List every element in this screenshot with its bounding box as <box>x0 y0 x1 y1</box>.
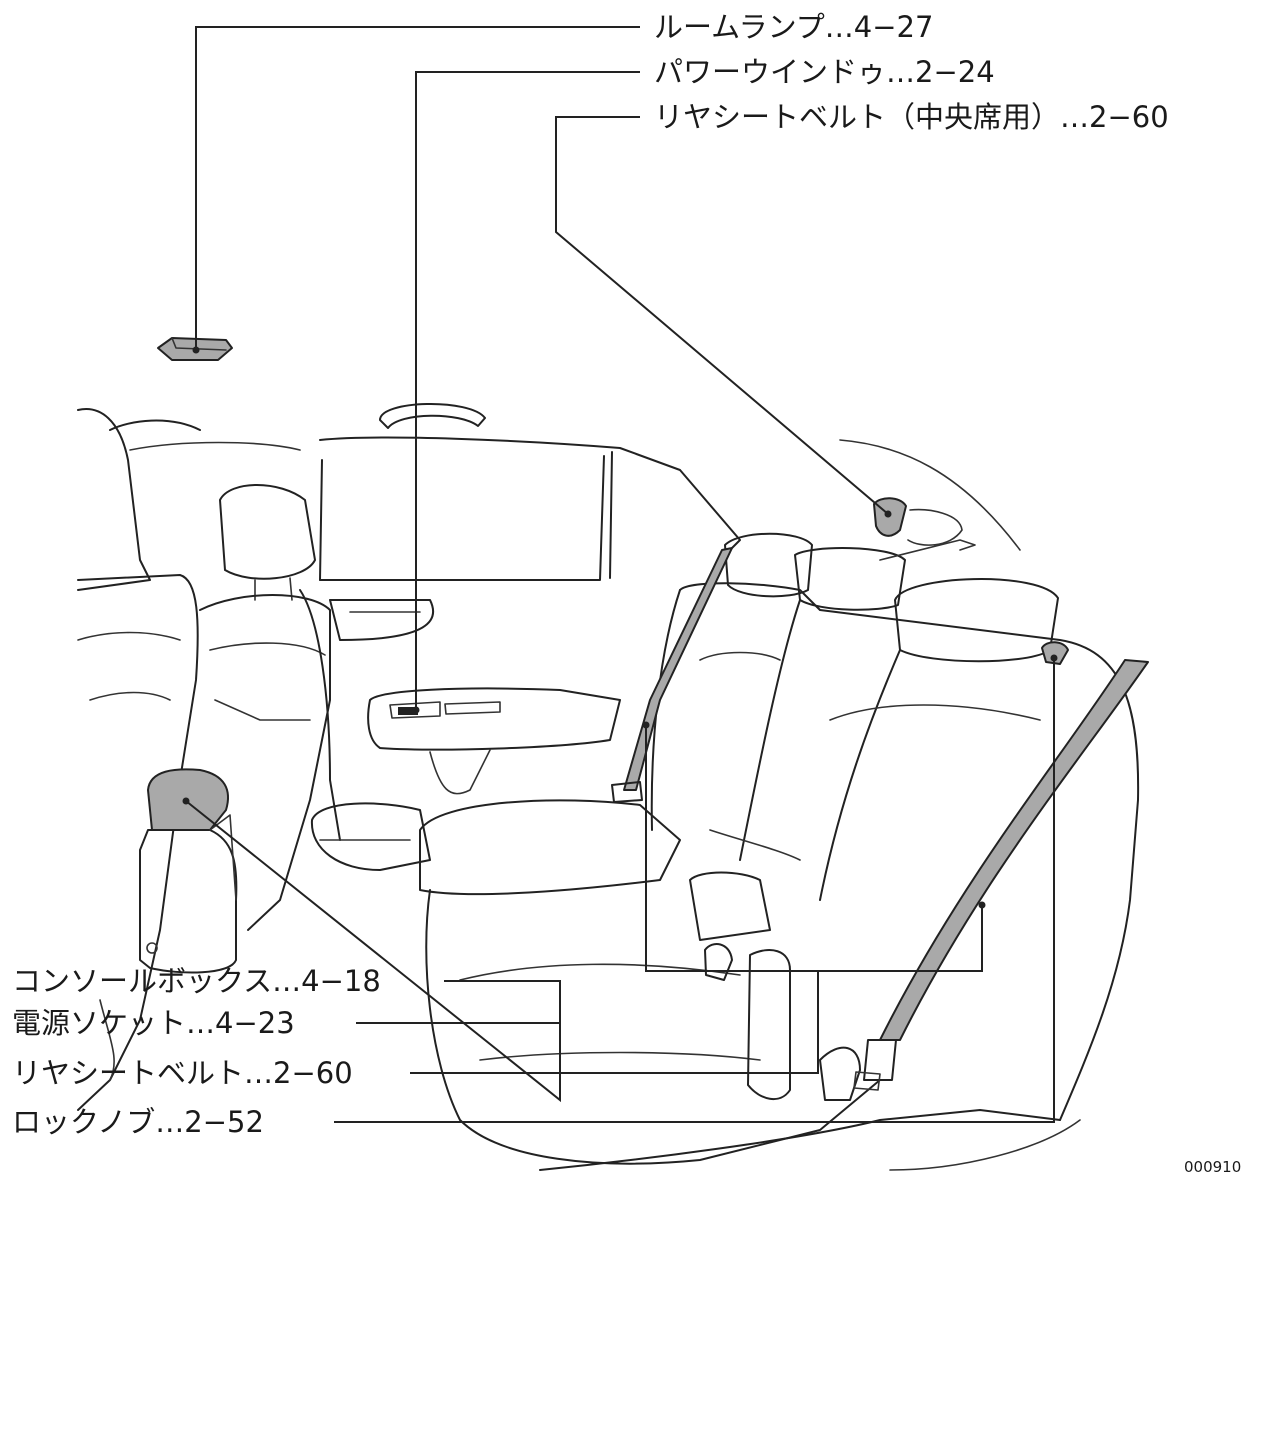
callout-room-lamp: ルームランプ…4−27 <box>654 10 934 44</box>
image-code: 000910 <box>1184 1158 1242 1176</box>
callout-lock-knob: ロックノブ…2−52 <box>12 1105 264 1139</box>
callout-rear-seatbelt-center: リヤシートベルト（中央席用）…2−60 <box>654 100 1169 134</box>
callout-power-window: パワーウインドゥ…2−24 <box>654 55 995 89</box>
seatbelt-illustration <box>611 547 1149 1091</box>
front-seat-illustration <box>77 408 331 1111</box>
callout-power-socket: 電源ソケット…4−23 <box>12 1006 295 1040</box>
callout-rear-seatbelt: リヤシートベルト…2−60 <box>12 1056 353 1090</box>
callout-console-box: コンソールボックス…4−18 <box>12 964 381 998</box>
leader-lines <box>182 26 1058 1123</box>
rear-door-illustration <box>299 436 741 871</box>
anchor-illustration <box>873 497 1069 665</box>
roof-handles-illustration <box>129 403 1021 551</box>
